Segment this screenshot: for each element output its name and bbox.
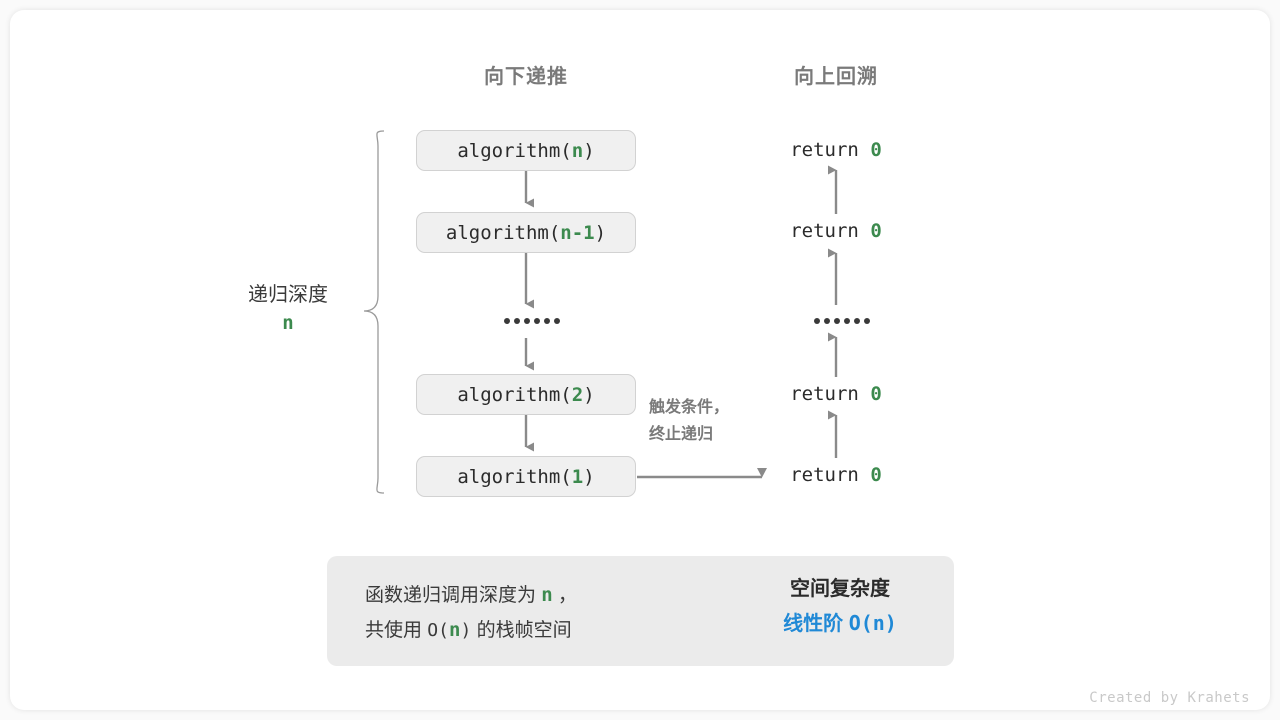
return-keyword: return — [790, 383, 859, 405]
summary-right-text: 空间复杂度 线性阶 O(n) — [730, 572, 950, 641]
call-box-suffix: ) — [583, 383, 595, 406]
return-label-2: return 0 — [736, 220, 936, 242]
call-box-suffix: ) — [583, 465, 595, 488]
header-downward: 向下递推 — [484, 66, 568, 88]
return-keyword: return — [790, 139, 859, 161]
call-box-arg: n — [571, 139, 584, 162]
recursion-depth-text: 递归深度 — [248, 284, 328, 306]
call-box-arg: 1 — [571, 465, 584, 488]
trigger-note-line2: 终止递归 — [649, 426, 714, 443]
left-ellipsis-icon — [504, 318, 560, 324]
trigger-note-line1: 触发条件， — [649, 399, 730, 416]
call-box-prefix: algorithm( — [457, 383, 572, 406]
call-box-suffix: ) — [594, 221, 607, 244]
summary-left-line2-a: 共使用 — [365, 620, 423, 641]
return-keyword: return — [790, 464, 859, 486]
call-box-prefix: algorithm( — [457, 465, 572, 488]
return-value: 0 — [870, 139, 882, 161]
call-box-suffix: ) — [583, 139, 595, 162]
call-box-1[interactable]: algorithm(1) — [416, 456, 636, 497]
return-label-1: return 0 — [736, 139, 936, 161]
call-box-2[interactable]: algorithm(2) — [416, 374, 636, 415]
complexity-notation: O(n) — [848, 611, 897, 635]
return-label-4: return 0 — [736, 464, 936, 486]
call-box-prefix: algorithm( — [457, 139, 572, 162]
summary-left-line1-b: ， — [558, 585, 578, 606]
call-box-arg: 2 — [571, 383, 584, 406]
summary-left-line2-b: 的栈帧空间 — [476, 620, 572, 641]
complexity-order: 线性阶 — [783, 613, 844, 635]
right-ellipsis-icon — [814, 318, 870, 324]
summary-left-line2-n: n — [448, 619, 461, 641]
summary-left-line2: 共使用 O(n) 的栈帧空间 — [365, 613, 577, 648]
summary-left-line2-o: O( — [427, 620, 449, 641]
return-keyword: return — [790, 220, 859, 242]
summary-left-line1-a: 函数递归调用深度为 — [365, 585, 537, 606]
return-value: 0 — [870, 464, 882, 486]
return-value: 0 — [870, 383, 882, 405]
call-box-arg: n-1 — [560, 221, 595, 244]
call-box-n-minus-1[interactable]: algorithm(n-1) — [416, 212, 636, 253]
complexity-title: 空间复杂度 — [790, 578, 890, 600]
call-box-n[interactable]: algorithm(n) — [416, 130, 636, 171]
summary-left-line2-c: ) — [460, 620, 472, 641]
header-upward: 向上回溯 — [794, 66, 878, 88]
summary-left-line1: 函数递归调用深度为 n ， — [365, 578, 577, 613]
return-value: 0 — [870, 220, 882, 242]
recursion-depth-value: n — [282, 312, 294, 334]
return-label-3: return 0 — [736, 383, 936, 405]
call-box-prefix: algorithm( — [445, 221, 561, 244]
summary-panel — [327, 556, 954, 666]
credit-text: Created by Krahets — [1089, 690, 1250, 706]
recursion-depth-label: 递归深度 n — [223, 282, 353, 338]
summary-left-text: 函数递归调用深度为 n ， 共使用 O(n) 的栈帧空间 — [365, 578, 577, 648]
complexity-value: 线性阶 O(n) — [730, 606, 950, 641]
trigger-condition-note: 触发条件， 终止递归 — [649, 394, 729, 448]
summary-left-line1-n: n — [541, 584, 553, 606]
